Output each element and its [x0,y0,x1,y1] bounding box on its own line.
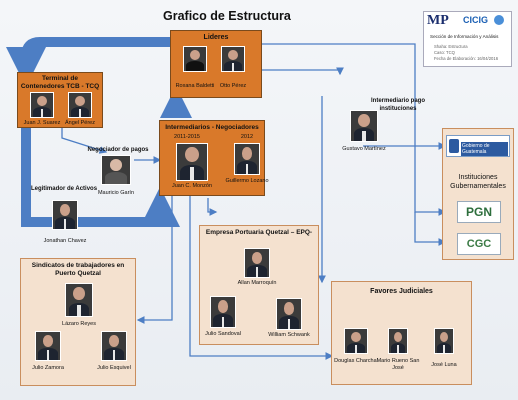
photo-william-schwank [276,298,302,330]
period-label: 2011-2015 [174,134,200,140]
pgn-logo: PGN [457,201,501,223]
person-name: Ángel Pérez [65,120,95,126]
gobierno-emblem-icon [449,139,459,153]
group-sindicatos-label: Sindicatos de trabajadores en Puerto Que… [31,262,125,277]
group-epq-label: Empresa Portuaria Quetzal – EPQ- [205,229,313,236]
arrow-terminal-to-negociador [61,128,108,154]
photo-mario-rueno [388,328,408,354]
photo-juan-c-monzon [176,143,208,181]
photo-jonathan-chavez [52,200,78,230]
group-intermediarios-label: Intermediarios - Negociadores [165,124,259,131]
cgc-logo-text: CGC [466,238,492,250]
person-name: Julio Zamora [32,365,64,371]
person-name: Douglas Charchal [334,358,378,364]
cgc-logo: CGC [457,233,501,255]
logo-meta-3: Fecha de Elaboración: 16/04/2016 [434,56,499,61]
negociador-label: Negociador de pagos [87,147,149,153]
person-name: Lázaro Reyes [62,321,96,327]
arrow-lideres-to-terminal [6,37,172,87]
mp-logo: MP [427,13,449,28]
photo-roxana-baldetti [183,46,207,72]
arrow-to-epq [207,198,218,216]
photo-jose-luna [434,328,454,354]
person-name: William Schwank [268,332,310,338]
arrow-lideres-to-instituciones [260,43,416,146]
photo-julio-sandoval [210,296,236,328]
group-favores: Favores Judiciales Douglas Charchal Mari… [331,281,472,385]
person-name: Julio Sandoval [205,331,241,337]
person-name: Jonathan Chavez [43,238,87,244]
pgn-logo-text: PGN [465,205,492,219]
group-intermediarios: Intermediarios - Negociadores 2011-2015 … [159,120,269,196]
group-instituciones: Gobierno de Guatemala Instituciones Gube… [442,128,514,260]
photo-gustavo-martinez [350,110,378,142]
photo-mauricio-garin [101,155,131,185]
arrow-to-favores-bottom [189,196,334,360]
photo-otto-perez [221,46,245,72]
un-logo-icon [494,15,504,25]
period-label: 2012 [240,134,254,140]
photo-lazaro-reyes [65,283,93,317]
page-title: Grafico de Estructura [163,9,291,23]
group-epq: Empresa Portuaria Quetzal – EPQ- Allan M… [199,225,319,345]
logo-section-text: Sección de Información y Análisis [430,34,499,39]
group-terminal: Terminal de Contenedores TCB - TCQ Juan … [17,72,103,128]
group-sindicatos: Sindicatos de trabajadores en Puerto Que… [20,258,136,386]
arrow-to-sindicatos [136,196,173,324]
person-name: Guillermo Lozano [225,178,269,184]
arrow-terminal-to-intermediarios [21,128,180,227]
photo-douglas-charchal [344,328,368,354]
person-name: Gustavo Martínez [342,146,386,152]
photo-juan-j-suarez [30,92,54,118]
cicig-logo: CICIG [463,15,489,25]
person-name: José Luna [431,362,457,368]
arrow-lideres-to-intermediario [260,67,344,76]
person-name: Julio Esquivel [97,365,131,371]
logo-meta-2: Caso: TCQ [434,50,455,55]
gobierno-guatemala-logo: Gobierno de Guatemala [446,135,510,157]
person-name: Allan Marroquín [237,280,277,286]
intermediario-pago-label: Intermediario pago instituciones [370,98,425,112]
group-lideres-label: Lideres [203,34,229,41]
arrow-to-cgc [414,212,447,246]
person-name: Mauricio Garín [97,190,135,196]
photo-julio-esquivel [101,331,127,361]
arrow-to-pgn [414,146,447,216]
person-name: Juan J. Suarez [23,120,61,126]
photo-guillermo-lozano [234,143,260,175]
gobierno-logo-text: Gobierno de Guatemala [461,142,508,156]
person-name: Mario Rueno San José [376,358,420,371]
group-instituciones-label: Instituciones Gubernamentales [450,174,506,190]
logo-meta-1: Shaha: Estructura [434,44,468,49]
logo-panel: MP CICIG Sección de Información y Anális… [423,11,512,67]
group-terminal-label: Terminal de Contenedores TCB - TCQ [20,75,100,90]
photo-julio-zamora [35,331,61,361]
photo-allan-marroquin [244,248,270,278]
person-name: Juan C. Monzón [171,183,213,189]
person-name: Otto Pérez [219,83,247,89]
legitimador-label: Legitimador de Activos [30,186,98,192]
group-favores-label: Favores Judiciales [370,288,433,295]
photo-angel-perez [68,92,92,118]
group-lideres: Lideres Roxana Baldetti Otto Pérez [170,30,262,98]
person-name: Roxana Baldetti [175,83,215,89]
